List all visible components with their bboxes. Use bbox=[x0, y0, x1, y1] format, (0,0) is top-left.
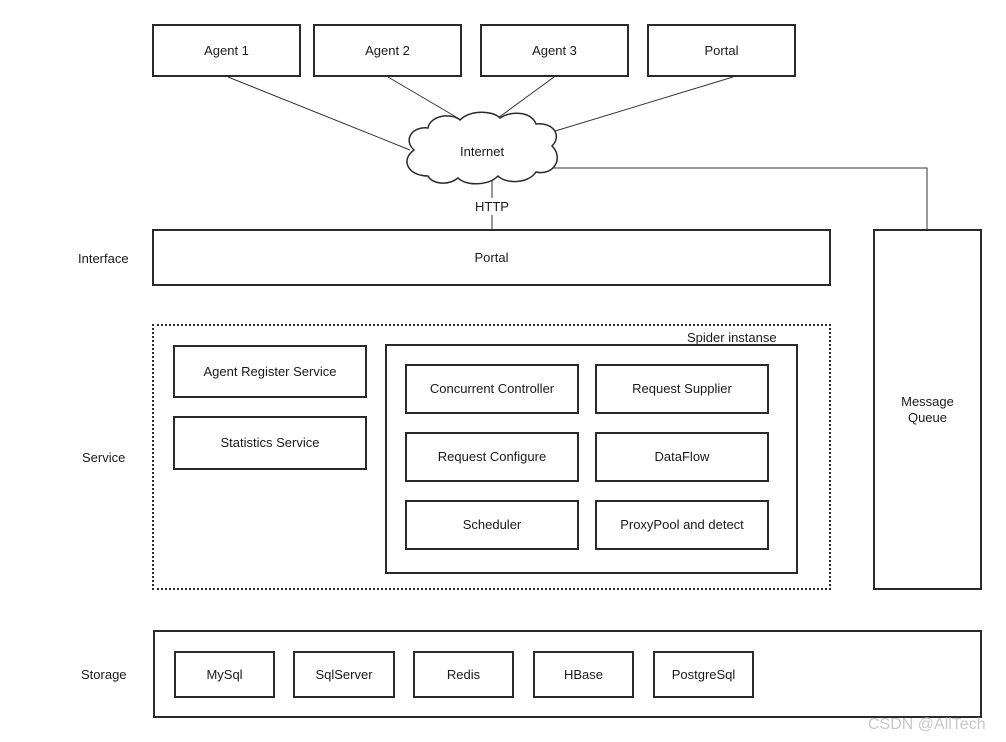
internet-label: Internet bbox=[460, 144, 505, 159]
agent-1-box[interactable]: Agent 1 bbox=[152, 24, 301, 77]
portal-top-box[interactable]: Portal bbox=[647, 24, 796, 77]
storage-sqlserver-box[interactable]: SqlServer bbox=[293, 651, 395, 698]
proxypool-box[interactable]: ProxyPool and detect bbox=[595, 500, 769, 550]
link-message-queue bbox=[553, 167, 928, 229]
link-agent-1 bbox=[227, 76, 411, 151]
link-agent-3 bbox=[497, 76, 555, 119]
agent-2-box[interactable]: Agent 2 bbox=[313, 24, 462, 77]
scheduler-box[interactable]: Scheduler bbox=[405, 500, 579, 550]
storage-postgresql-box[interactable]: PostgreSql bbox=[653, 651, 754, 698]
interface-portal-box[interactable]: Portal bbox=[152, 229, 831, 286]
agent-3-box[interactable]: Agent 3 bbox=[480, 24, 629, 77]
statistics-service-box[interactable]: Statistics Service bbox=[173, 416, 367, 470]
storage-layer-frame bbox=[153, 630, 982, 718]
agent-register-service-box[interactable]: Agent Register Service bbox=[173, 345, 367, 398]
storage-hbase-box[interactable]: HBase bbox=[533, 651, 634, 698]
cloud-shape bbox=[406, 111, 558, 185]
request-supplier-box[interactable]: Request Supplier bbox=[595, 364, 769, 414]
service-layer-frame bbox=[152, 324, 831, 590]
layer-label-storage: Storage bbox=[81, 667, 127, 682]
message-queue-line-2: Queue bbox=[907, 409, 948, 425]
spider-instance-title: Spider instanse bbox=[687, 330, 777, 345]
layer-label-interface: Interface bbox=[78, 251, 129, 266]
message-queue-box[interactable]: Message Queue bbox=[873, 229, 982, 590]
http-label: HTTP bbox=[475, 199, 509, 214]
concurrent-controller-box[interactable]: Concurrent Controller bbox=[405, 364, 579, 414]
storage-redis-box[interactable]: Redis bbox=[413, 651, 514, 698]
request-configure-box[interactable]: Request Configure bbox=[405, 432, 579, 482]
storage-mysql-box[interactable]: MySql bbox=[174, 651, 275, 698]
layer-label-service: Service bbox=[82, 450, 126, 465]
message-queue-line-1: Message bbox=[901, 393, 954, 409]
dataflow-box[interactable]: DataFlow bbox=[595, 432, 769, 482]
watermark: CSDN @AllTech bbox=[868, 716, 986, 733]
link-portal-top bbox=[551, 76, 734, 133]
spider-instance-frame bbox=[385, 344, 798, 574]
